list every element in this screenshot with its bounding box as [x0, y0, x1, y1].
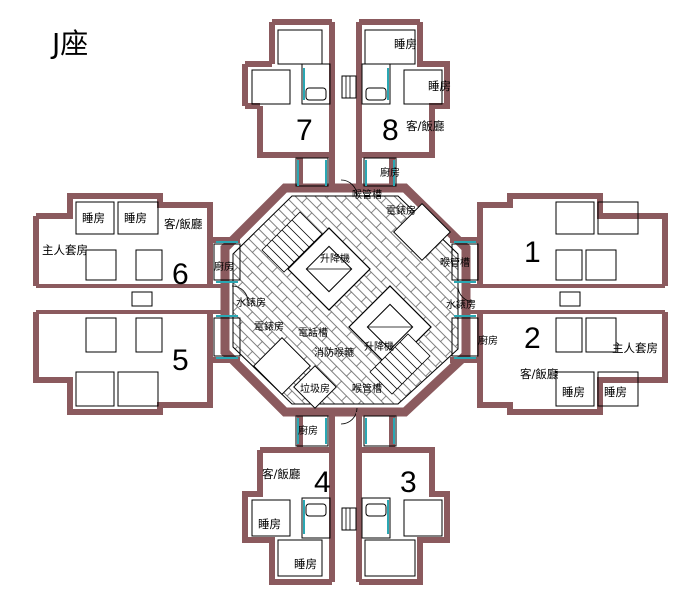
room-label-living-dining: 客/飯廳 — [262, 467, 301, 481]
room-label-water-meter-room: 水錶房 — [236, 296, 266, 309]
room-label-master-bedroom: 主人套房 — [612, 341, 658, 355]
room-label-kitchen: 廚房 — [214, 260, 234, 273]
room-label-bedroom: 睡房 — [124, 211, 147, 225]
unit-number-4: 4 — [314, 466, 331, 499]
windows-west — [216, 241, 238, 359]
wing-south — [242, 412, 450, 585]
room-label-elevator: 升降機 — [364, 340, 394, 353]
unit-number-1: 1 — [524, 236, 541, 269]
room-label-living-dining: 客/飯廳 — [406, 119, 445, 133]
wing-south-interior — [251, 415, 443, 577]
wing-north-interior — [251, 29, 443, 187]
windows-south — [297, 418, 395, 534]
stair-nw — [261, 211, 323, 273]
unit-number-8: 8 — [382, 114, 399, 147]
wing-east-interior — [451, 201, 639, 407]
room-label-kitchen: 廚房 — [478, 334, 498, 347]
room-label-bedroom: 睡房 — [294, 557, 317, 571]
room-label-pipe-duct: 喉管槽 — [440, 256, 470, 269]
windows-north — [297, 68, 395, 186]
unit-number-3: 3 — [400, 466, 417, 499]
room-label-pipe-duct: 喉管槽 — [352, 382, 382, 395]
elevator-shaft-north — [287, 227, 371, 311]
room-label-elevator: 升降機 — [320, 252, 350, 265]
unit-numbers: 1 2 3 4 5 6 7 8 — [172, 114, 541, 499]
room-label-bedroom: 睡房 — [562, 385, 585, 399]
room-label-electrical-room: 電錶房 — [254, 320, 284, 333]
block-title: J座 — [52, 27, 89, 60]
room-label-kitchen: 廚房 — [380, 166, 400, 179]
room-label-telephone-duct: 電話槽 — [298, 326, 328, 339]
wing-west-interior — [75, 201, 241, 407]
room-label-bedroom: 睡房 — [394, 37, 417, 51]
corridors — [36, 22, 665, 582]
wing-north — [242, 19, 450, 188]
room-label-bedroom: 睡房 — [82, 211, 105, 225]
windows-east — [454, 241, 476, 359]
room-label-living-dining: 客/飯廳 — [164, 217, 203, 231]
unit-number-2: 2 — [524, 322, 541, 355]
stair-se — [369, 333, 431, 395]
room-label-kitchen: 廚房 — [298, 424, 318, 437]
room-label-bedroom: 睡房 — [604, 385, 627, 399]
room-label-bedroom: 睡房 — [258, 517, 281, 531]
room-label-electrical-room: 電錶房 — [386, 204, 416, 217]
unit-number-7: 7 — [296, 114, 313, 147]
room-label-refuse-room: 垃圾房 — [300, 382, 330, 395]
room-label-pipe-duct: 喉管槽 — [352, 188, 382, 201]
wing-west — [33, 193, 240, 415]
room-label-fire-hose-duct: 消防喉轆 — [314, 346, 354, 359]
central-core — [220, 179, 475, 425]
wing-east — [450, 193, 668, 415]
room-labels: 睡房 睡房 客/飯廳 廚房 喉管槽 電錶房 升降機 升降機 電話槽 消防喉轆 垃… — [42, 37, 658, 571]
room-label-master-bedroom: 主人套房 — [42, 243, 88, 257]
unit-number-5: 5 — [172, 344, 189, 377]
room-label-bedroom: 睡房 — [428, 79, 451, 93]
room-label-water-meter-room: 水錶房 — [446, 298, 476, 311]
unit-number-6: 6 — [172, 258, 189, 291]
room-label-living-dining: 客/飯廳 — [520, 367, 559, 381]
